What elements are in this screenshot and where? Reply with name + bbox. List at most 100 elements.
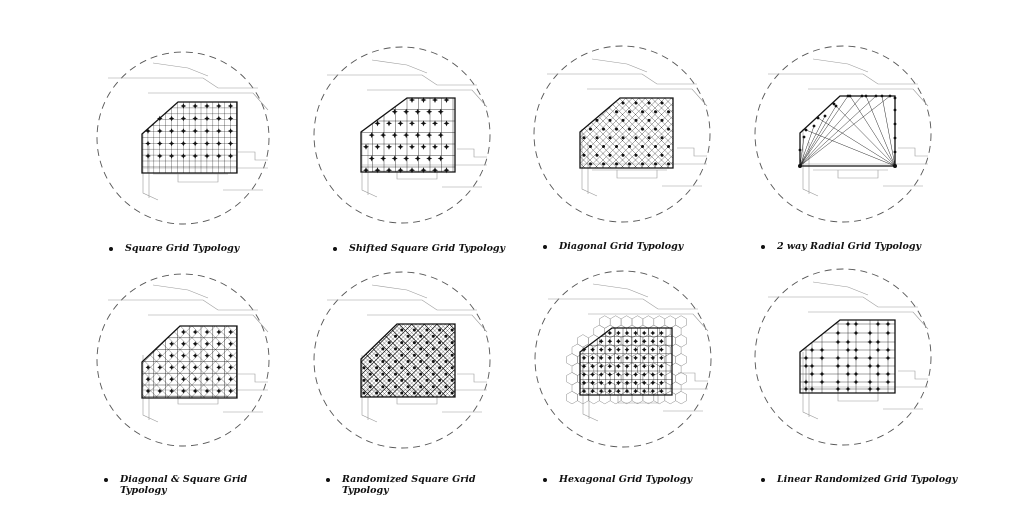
bullet-icon bbox=[104, 478, 108, 482]
grid-node-star bbox=[181, 365, 186, 370]
diagonal-line bbox=[396, 95, 473, 172]
diagonal-line bbox=[57, 320, 139, 402]
grid-node bbox=[419, 347, 423, 351]
grid-node-star bbox=[437, 108, 444, 115]
diagonal-line bbox=[922, 95, 999, 172]
diagonal-line bbox=[361, 324, 415, 397]
diagonal-line bbox=[0, 320, 33, 402]
diagonal-line bbox=[275, 318, 359, 402]
diagonal-line bbox=[204, 318, 288, 402]
grid-node-star bbox=[403, 155, 410, 162]
grid-node-star bbox=[443, 97, 450, 103]
diagonal-line bbox=[179, 318, 263, 402]
diagonal-line bbox=[257, 320, 339, 402]
diagonal-line bbox=[82, 318, 166, 402]
grid-node bbox=[381, 385, 385, 389]
diagonal-line bbox=[902, 95, 979, 172]
radial-origin bbox=[893, 164, 897, 168]
grid-node-star bbox=[590, 372, 595, 377]
diagonal-line bbox=[708, 95, 785, 172]
context-line bbox=[396, 171, 438, 180]
grid-node bbox=[667, 145, 670, 148]
diagonal-line bbox=[456, 318, 540, 402]
grid-node bbox=[647, 118, 651, 122]
diagonal-line bbox=[237, 318, 321, 402]
diagonal-line bbox=[200, 318, 284, 402]
diagonal-line bbox=[142, 326, 186, 398]
diagonal-line bbox=[377, 95, 454, 172]
diagonal-line bbox=[430, 324, 455, 397]
grid-node bbox=[387, 353, 391, 357]
grid-node-star bbox=[590, 380, 595, 386]
diagonal-line bbox=[204, 318, 288, 402]
hex-cell bbox=[664, 353, 676, 367]
context-line bbox=[371, 284, 428, 299]
grid-node-star bbox=[437, 132, 444, 139]
radial-ray bbox=[799, 115, 826, 167]
grid-node-star bbox=[835, 386, 841, 392]
diagonal-line bbox=[361, 324, 393, 397]
diagonal-line bbox=[687, 318, 771, 402]
diagonal-line bbox=[221, 318, 305, 402]
diagonal-line bbox=[622, 98, 673, 168]
radial-ray bbox=[799, 105, 837, 167]
diagonal-line bbox=[95, 318, 179, 402]
diagonal-line bbox=[494, 318, 578, 402]
grid-node-star bbox=[204, 365, 210, 370]
diagonal-line bbox=[142, 326, 162, 398]
dashed-circle bbox=[534, 270, 712, 448]
grid-node-star bbox=[204, 329, 210, 335]
diagonal-line bbox=[9, 320, 91, 402]
bullet-icon bbox=[543, 478, 547, 482]
grid-node-star bbox=[650, 338, 656, 344]
diagonal-line bbox=[174, 326, 237, 398]
grid-node-star bbox=[426, 108, 433, 115]
context-line bbox=[361, 130, 378, 198]
context-line bbox=[367, 89, 488, 108]
grid-node-star bbox=[853, 321, 859, 327]
grid-node-star bbox=[641, 372, 647, 377]
grid-node bbox=[602, 127, 605, 131]
diagonal-line bbox=[408, 95, 485, 172]
site-boundary bbox=[360, 323, 456, 398]
diagonal-line bbox=[760, 95, 837, 172]
grid-node-star bbox=[204, 388, 210, 394]
diagonal-line bbox=[702, 95, 779, 172]
ray-node bbox=[864, 94, 868, 98]
diagonal-line bbox=[707, 95, 784, 172]
caption-radial: 2 way Radial Grid Typology bbox=[761, 241, 921, 252]
context-line bbox=[812, 281, 869, 296]
grid-node-star bbox=[853, 371, 859, 377]
diagonal-line bbox=[580, 98, 584, 168]
grid-node bbox=[387, 391, 391, 395]
diagonal-line bbox=[623, 98, 673, 168]
diagonal-line bbox=[33, 320, 115, 402]
context-line bbox=[898, 370, 928, 380]
diagonal-line bbox=[233, 318, 317, 402]
diagonal-line bbox=[681, 95, 758, 172]
diagonal-line bbox=[580, 98, 597, 168]
grid-node bbox=[608, 153, 612, 157]
diagonal-line bbox=[142, 326, 210, 398]
grid-node bbox=[634, 101, 638, 105]
diagram-shifted bbox=[313, 46, 491, 224]
grid-node-star bbox=[803, 379, 809, 385]
diagonal-line bbox=[0, 320, 9, 402]
hex-cell bbox=[620, 353, 633, 367]
grid-node bbox=[381, 372, 385, 376]
hex-cell bbox=[609, 353, 622, 367]
grid-node-star bbox=[650, 347, 656, 352]
grid-node-star bbox=[659, 330, 664, 336]
diagonal-line bbox=[779, 95, 856, 172]
grid-node bbox=[381, 347, 385, 351]
diagonal-line bbox=[361, 324, 372, 397]
diagonal-line bbox=[531, 318, 615, 402]
ray-node bbox=[798, 148, 802, 152]
diagram-diagonal bbox=[377, 45, 999, 223]
grid-node bbox=[654, 162, 657, 166]
grid-node bbox=[431, 372, 435, 376]
diagonal-line bbox=[82, 318, 166, 402]
diagonal-line bbox=[434, 324, 455, 397]
diagonal-line bbox=[263, 318, 347, 402]
diagram-linear-random bbox=[754, 268, 932, 446]
